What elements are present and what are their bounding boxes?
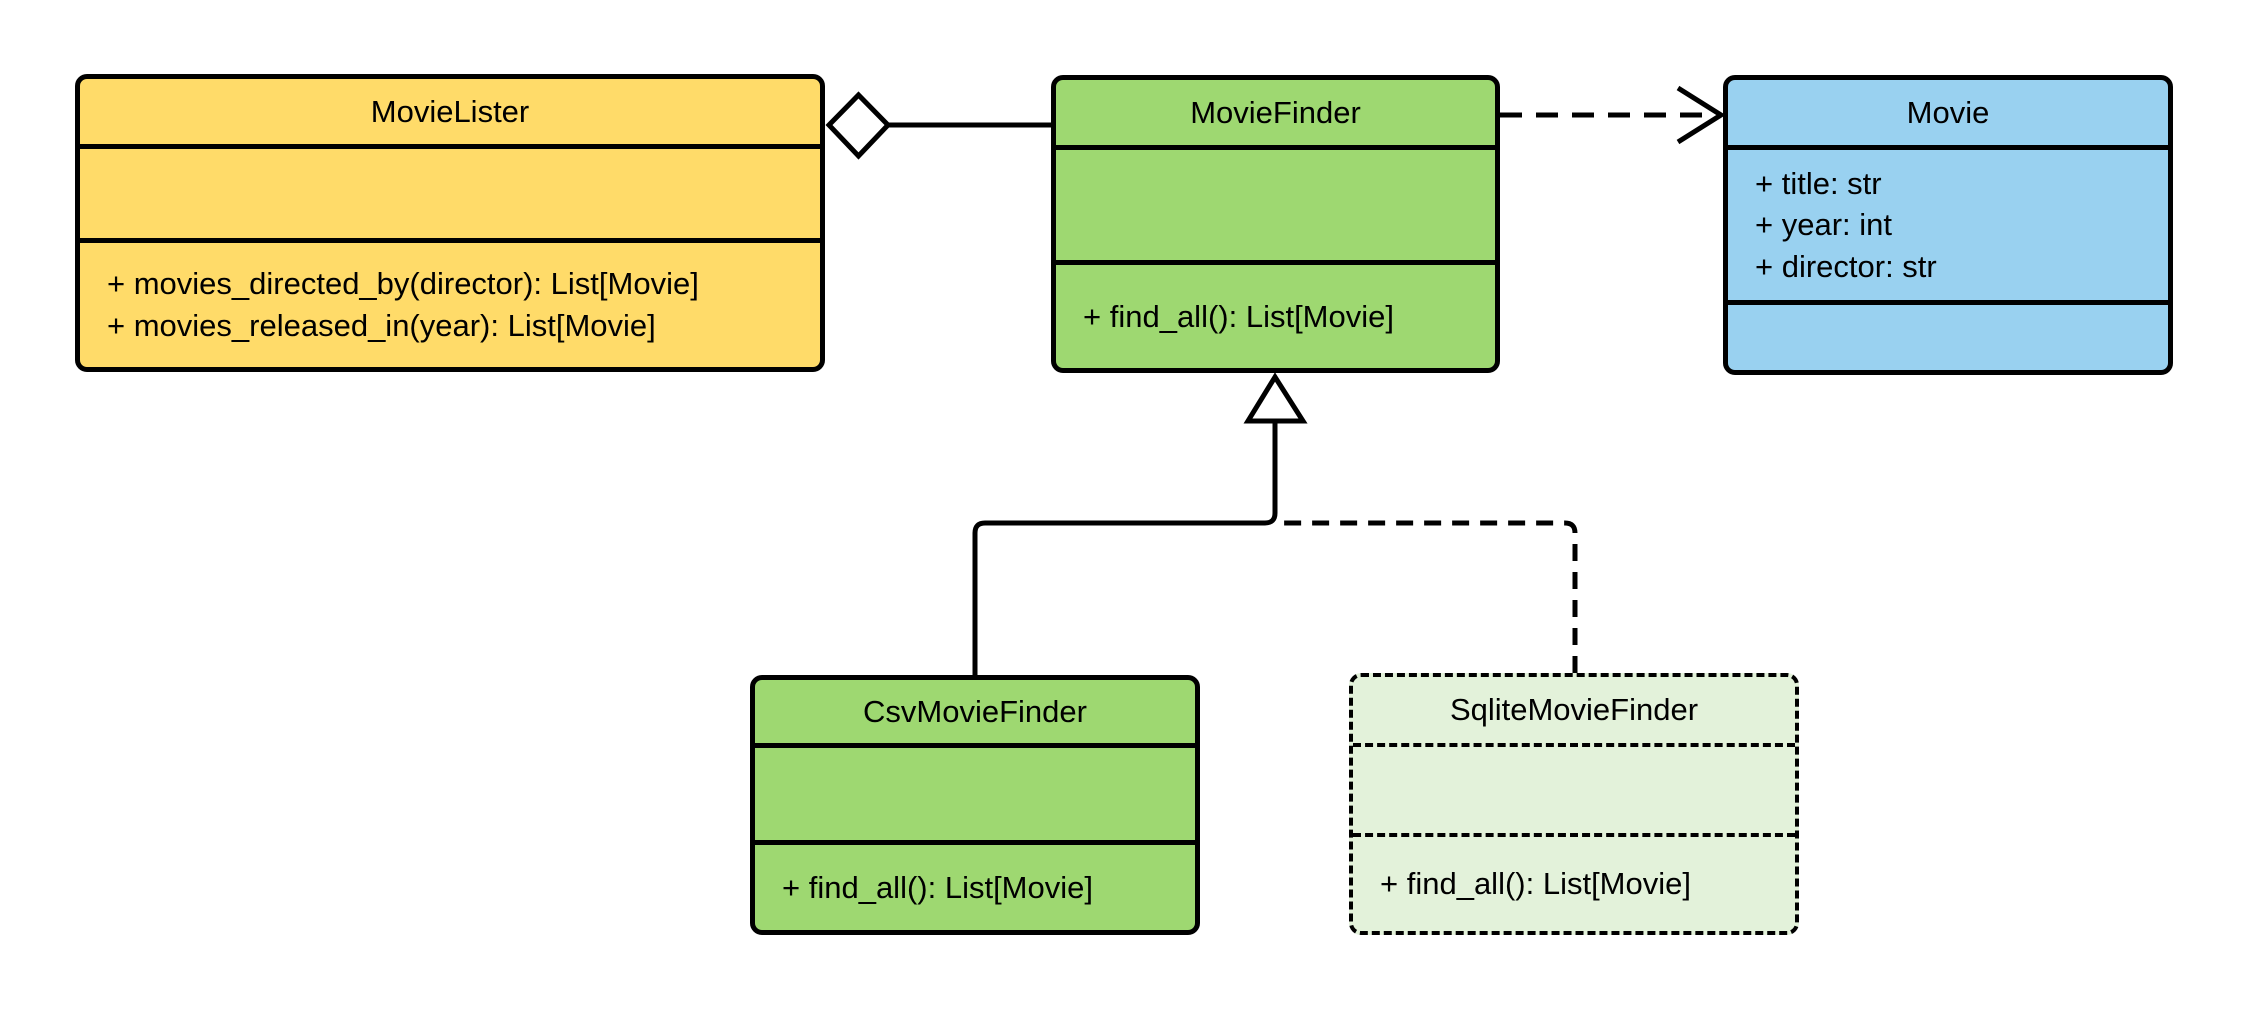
class-sqlitemoviefinder-methods: + find_all(): List[Movie] [1353,833,1795,931]
method-find-all: + find_all(): List[Movie] [1380,866,1691,902]
attribute-director: + director: str [1755,248,1937,284]
hollow-diamond-icon [825,91,892,160]
class-movie-attributes: + title: str + year: int + director: str [1728,145,2168,300]
method-movies-released-in: + movies_released_in(year): List[Movie] [107,308,656,343]
inheritance-dashed-connector [1280,520,1578,673]
aggregation-connector [825,91,1051,160]
class-sqlitemoviefinder-title: SqliteMovieFinder [1449,692,1699,728]
class-movielister-title: MovieLister [370,93,530,129]
class-movie-methods [1728,300,2168,370]
class-movie-title: Movie [1906,94,1990,130]
class-movielister-attributes [80,144,820,238]
class-movielister: MovieLister + movies_directed_by(directo… [75,74,825,372]
class-csvmoviefinder-methods: + find_all(): List[Movie] [755,840,1195,930]
class-movie: Movie + title: str + year: int + directo… [1723,75,2173,375]
attribute-year: + year: int [1755,207,1892,243]
class-movielister-methods: + movies_directed_by(director): List[Mov… [80,238,820,367]
class-sqlitemoviefinder: SqliteMovieFinder + find_all(): List[Mov… [1349,673,1799,935]
class-sqlitemoviefinder-attributes [1353,743,1795,833]
method-movies-directed-by: + movies_directed_by(director): List[Mov… [107,266,699,302]
class-moviefinder-title: MovieFinder [1190,94,1361,130]
method-find-all: + find_all(): List[Movie] [1083,298,1394,334]
class-moviefinder: MovieFinder + find_all(): List[Movie] [1051,75,1500,373]
dependency-connector [1500,85,1726,145]
class-csvmoviefinder-title: CsvMovieFinder [863,693,1087,729]
class-csvmoviefinder: CsvMovieFinder + find_all(): List[Movie] [750,675,1200,935]
method-find-all: + find_all(): List[Movie] [782,869,1093,905]
class-moviefinder-attributes [1056,145,1495,260]
inheritance-solid-connector [972,421,1278,675]
class-moviefinder-methods: + find_all(): List[Movie] [1056,260,1495,368]
class-csvmoviefinder-attributes [755,743,1195,840]
attribute-title: + title: str [1755,165,1882,201]
open-arrowhead-icon [1676,85,1726,145]
hollow-triangle-icon [1243,372,1308,424]
